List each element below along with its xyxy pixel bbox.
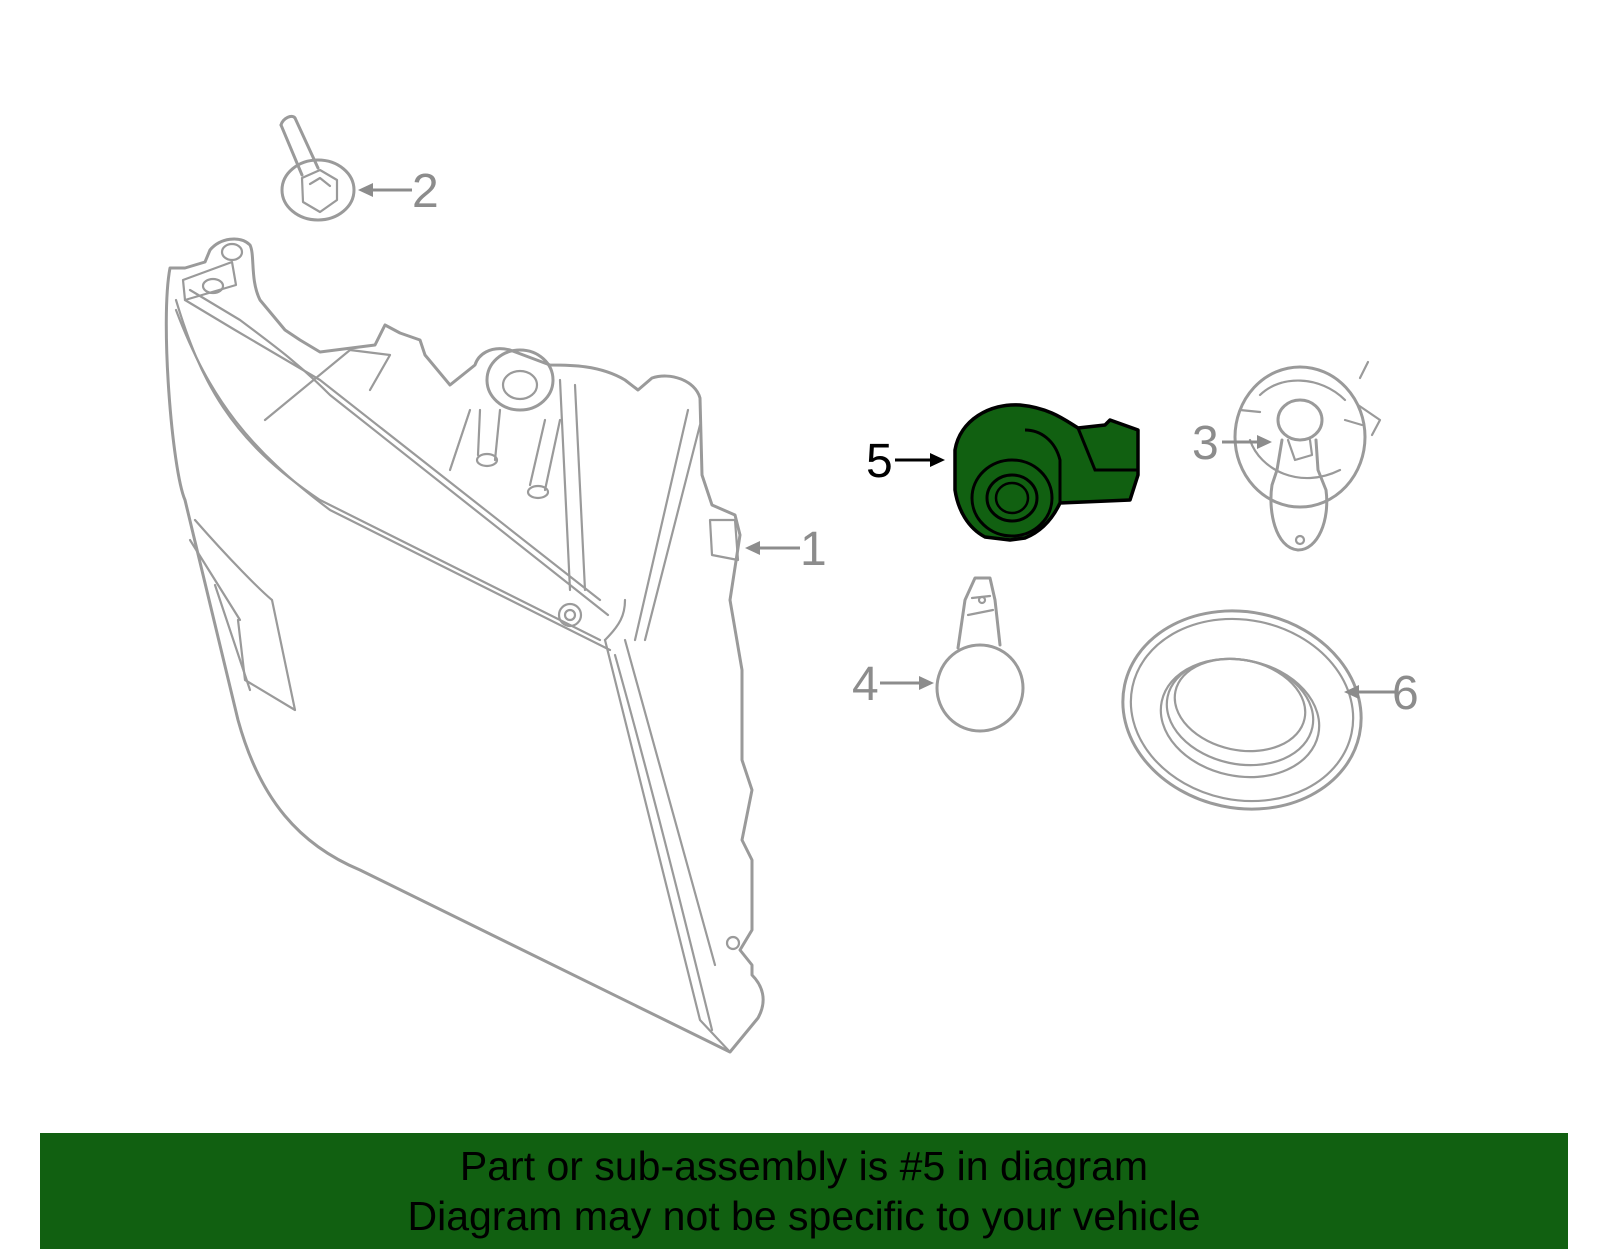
- callout-number: 4: [852, 658, 879, 711]
- callout-number: 6: [1392, 667, 1419, 720]
- callout-number: 5: [866, 435, 893, 488]
- callout-2: 2: [358, 165, 439, 218]
- callout-5: 5: [866, 435, 945, 488]
- callout-1: 1: [745, 523, 827, 576]
- callout-4: 4: [852, 658, 934, 711]
- callout-6: 6: [1344, 667, 1419, 720]
- callout-number: 1: [800, 523, 827, 576]
- info-banner: Part or sub-assembly is #5 in diagram Di…: [40, 1133, 1568, 1249]
- banner-line-2: Diagram may not be specific to your vehi…: [407, 1193, 1201, 1239]
- part-3-headlamp-bulb: [1233, 360, 1382, 552]
- part-6-seal-ring: [1121, 609, 1363, 811]
- callout-number: 3: [1192, 417, 1219, 470]
- callout-3: 3: [1192, 417, 1272, 470]
- part-2-bolt: [279, 114, 356, 222]
- part-1-headlamp-assembly: [164, 237, 765, 1054]
- part-5-bulb-socket: [953, 403, 1140, 542]
- callout-number: 2: [412, 165, 439, 218]
- part-4-side-marker-bulb: [935, 576, 1025, 733]
- banner-line-1: Part or sub-assembly is #5 in diagram: [459, 1143, 1149, 1189]
